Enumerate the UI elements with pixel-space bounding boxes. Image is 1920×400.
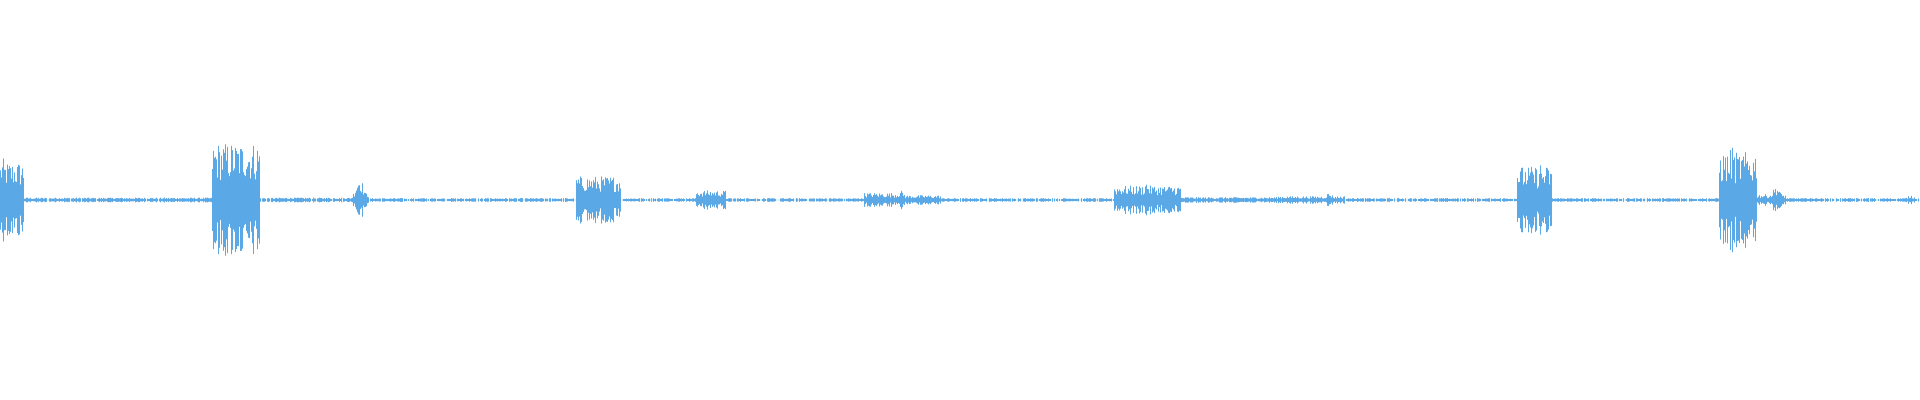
waveform-bars: [0, 144, 1919, 256]
